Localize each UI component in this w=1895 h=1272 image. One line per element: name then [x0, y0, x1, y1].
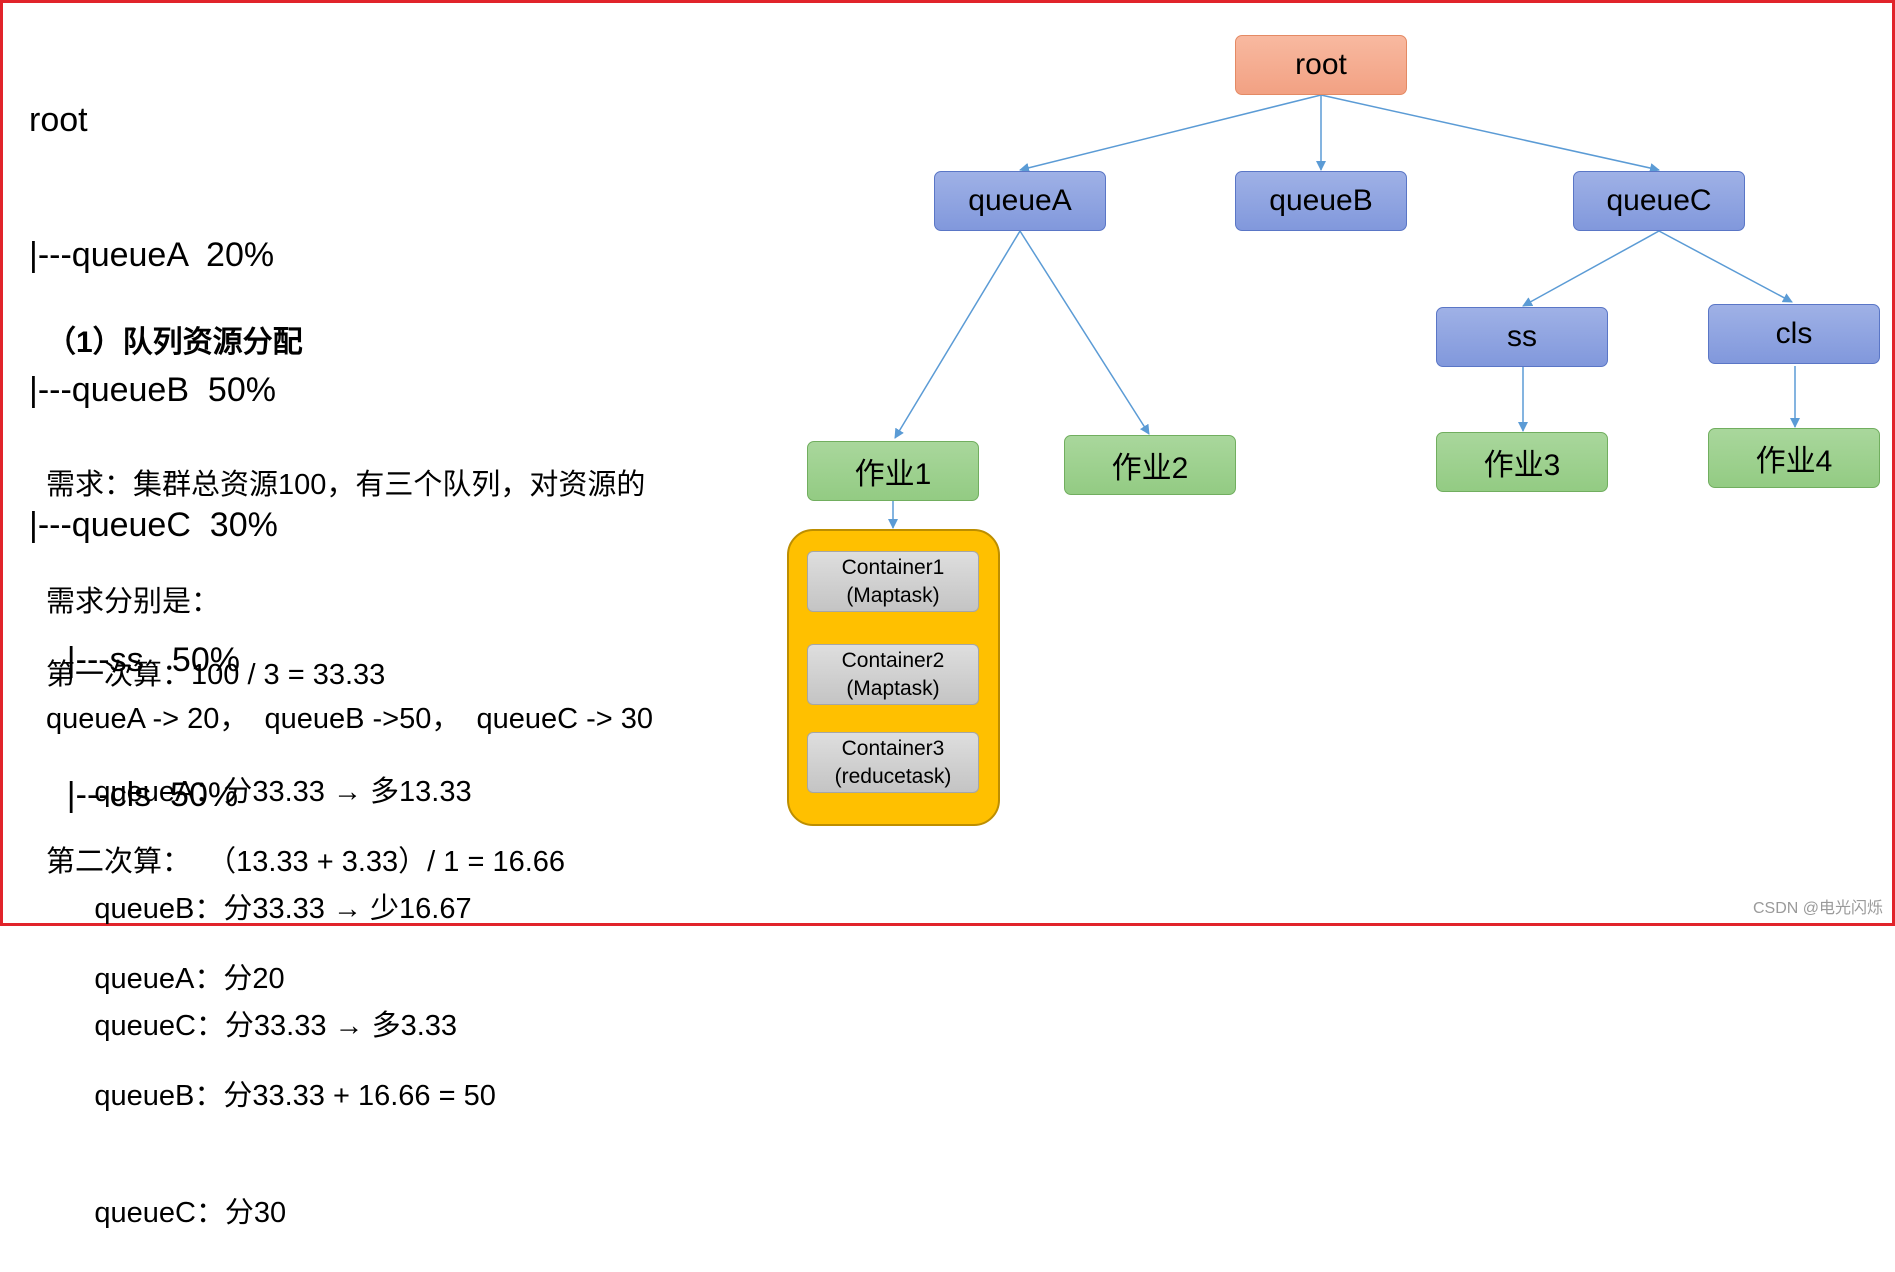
tree-line-queueB: |---queueB 50% — [29, 371, 276, 409]
queue-tree-text: root |---queueA 20% |---queueB 50% |---q… — [29, 8, 278, 863]
container-3-name: Container3 — [841, 736, 945, 760]
container-1: Container1 (Maptask) — [807, 551, 979, 612]
node-queueB: queueB — [1235, 171, 1407, 231]
second-calc-line: queueA：分20 — [46, 963, 285, 995]
connector-arrows — [888, 94, 1800, 529]
container-1-task: (Maptask) — [846, 583, 940, 607]
first-calc-line: 第一次算：100 / 3 = 33.33 — [46, 659, 386, 691]
node-queueC: queueC — [1573, 171, 1745, 231]
container-1-name: Container1 — [841, 555, 945, 579]
container-2-task: (Maptask) — [846, 676, 940, 700]
second-calc-line: queueC：分30 — [46, 1197, 287, 1229]
node-job4: 作业4 — [1708, 428, 1880, 488]
arrow-queueA-job2 — [1019, 230, 1150, 435]
container-3: Container3 (reducetask) — [807, 732, 979, 793]
requirement-line: queueA -> 20， queueB ->50， queueC -> 30 — [46, 703, 654, 735]
requirement-text: 需求：集群总资源100，有三个队列，对资源的 需求分别是： queueA -> … — [46, 388, 653, 778]
requirement-line: 需求：集群总资源100，有三个队列，对资源的 — [46, 469, 646, 501]
tree-line-ss: |---ss 50% — [29, 641, 240, 679]
node-cls: cls — [1708, 304, 1880, 364]
first-calc-line: queueA：分33.33 → 多13.33 — [46, 776, 472, 808]
node-job2: 作业2 — [1064, 435, 1236, 495]
node-job1: 作业1 — [807, 441, 979, 501]
first-calc-line: queueB：分33.33 → 少16.67 — [46, 893, 472, 925]
requirement-line: 需求分别是： — [46, 586, 221, 618]
node-ss: ss — [1436, 307, 1608, 367]
arrow-queueC-ss — [1522, 230, 1660, 307]
second-calc-line: 第二次算： （13.33 + 3.33）/ 1 = 16.66 — [46, 846, 566, 878]
container-2-name: Container2 — [841, 648, 945, 672]
node-root: root — [1235, 35, 1407, 95]
tree-line-queueA: |---queueA 20% — [29, 236, 275, 274]
node-job3: 作业3 — [1436, 432, 1608, 492]
tree-line-cls: |---cls 50% — [29, 776, 239, 814]
container-2: Container2 (Maptask) — [807, 644, 979, 705]
arrow-queueC-cls — [1658, 230, 1793, 303]
watermark: CSDN @电光闪烁 — [1752, 900, 1883, 917]
section-title: （1）队列资源分配 — [46, 326, 303, 359]
arrow-root-queueC — [1320, 94, 1660, 173]
diagram-frame — [0, 0, 1895, 926]
second-calc-line: queueB：分33.33 + 16.66 = 50 — [46, 1080, 496, 1112]
arrow-root-queueA — [1019, 94, 1322, 173]
tree-line-queueC: |---queueC 30% — [29, 506, 278, 544]
arrow-queueA-job1 — [894, 230, 1021, 439]
container-3-task: (reducetask) — [834, 764, 952, 788]
node-queueA: queueA — [934, 171, 1106, 231]
tree-line-root: root — [29, 101, 88, 139]
